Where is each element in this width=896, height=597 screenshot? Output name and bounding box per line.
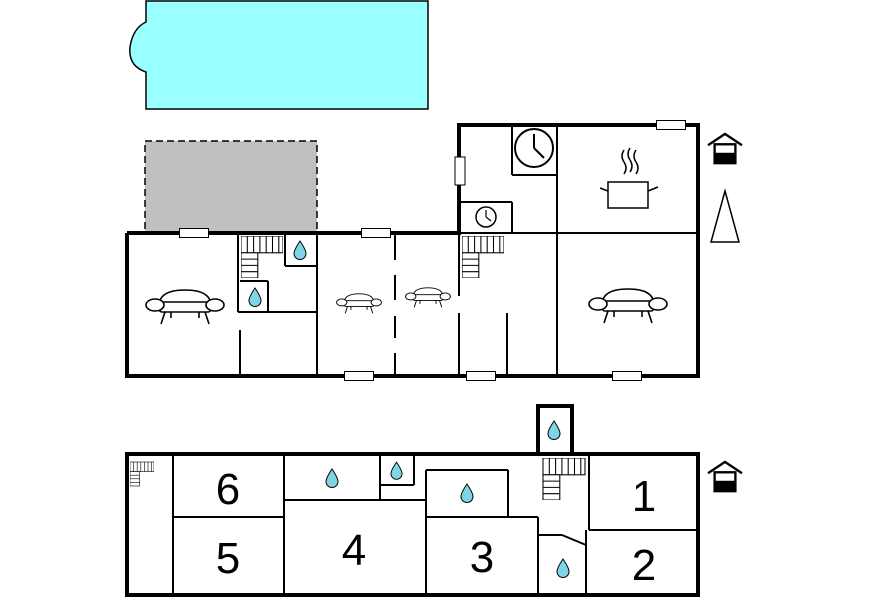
terrace [144, 140, 318, 234]
shower-drop-icon [293, 240, 307, 261]
house-entrance-icon [706, 460, 744, 493]
bedroom-number-4: 4 [342, 526, 366, 575]
bedroom-number-1: 1 [632, 472, 656, 521]
ground-floor [125, 120, 700, 381]
window [361, 228, 391, 238]
shower-drop-icon [248, 287, 262, 308]
bedroom-number-6: 6 [216, 465, 240, 514]
upper-floor: 6 5 4 3 1 2 [125, 404, 700, 597]
armchair-icon [336, 293, 382, 314]
sofa-icon [145, 289, 225, 325]
shower-drop-icon [325, 468, 339, 489]
stairs-icon [542, 458, 586, 500]
clock-icon [475, 206, 497, 228]
bedroom-number-2: 2 [632, 541, 656, 590]
shower-drop-icon [460, 483, 474, 504]
window [656, 120, 686, 130]
kitchen-pot-icon [599, 147, 659, 209]
window [466, 371, 496, 381]
bedroom-number-3: 3 [470, 533, 494, 582]
stairs-icon [130, 461, 154, 487]
bedroom-number-5: 5 [216, 534, 240, 583]
window [179, 228, 209, 238]
armchair-icon [405, 287, 451, 308]
stairs-icon [241, 236, 283, 278]
sofa-icon [588, 288, 668, 324]
window [612, 371, 642, 381]
shower-drop-icon [556, 558, 570, 579]
house-entrance-icon [706, 132, 744, 165]
window [454, 156, 466, 186]
north-arrow-icon [710, 188, 740, 243]
stairs-icon [462, 236, 504, 278]
clock-icon [514, 128, 554, 168]
shower-drop-icon [390, 461, 403, 480]
pool [129, 0, 429, 110]
window [344, 371, 374, 381]
